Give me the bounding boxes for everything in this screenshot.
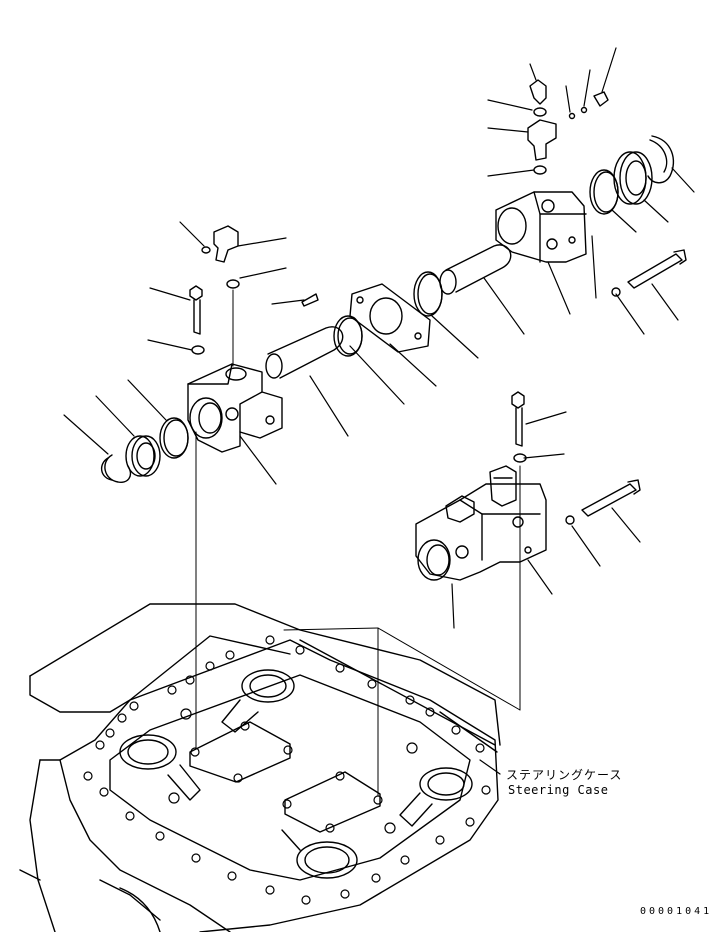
bolt-holes xyxy=(83,635,491,905)
right-top-leader-lines xyxy=(483,47,695,335)
steering-case-label-jp: ステアリングケース xyxy=(506,768,623,782)
right-lower-leader-lines xyxy=(451,411,641,775)
left-valve-assembly xyxy=(63,221,479,749)
right-top-assembly xyxy=(439,47,695,335)
left-leader-lines xyxy=(63,221,479,485)
steering-case xyxy=(19,603,501,932)
drawing-code: 00001041 xyxy=(640,906,713,917)
steering-case-label-en: Steering Case xyxy=(508,783,609,797)
right-lower-assembly xyxy=(283,391,641,797)
